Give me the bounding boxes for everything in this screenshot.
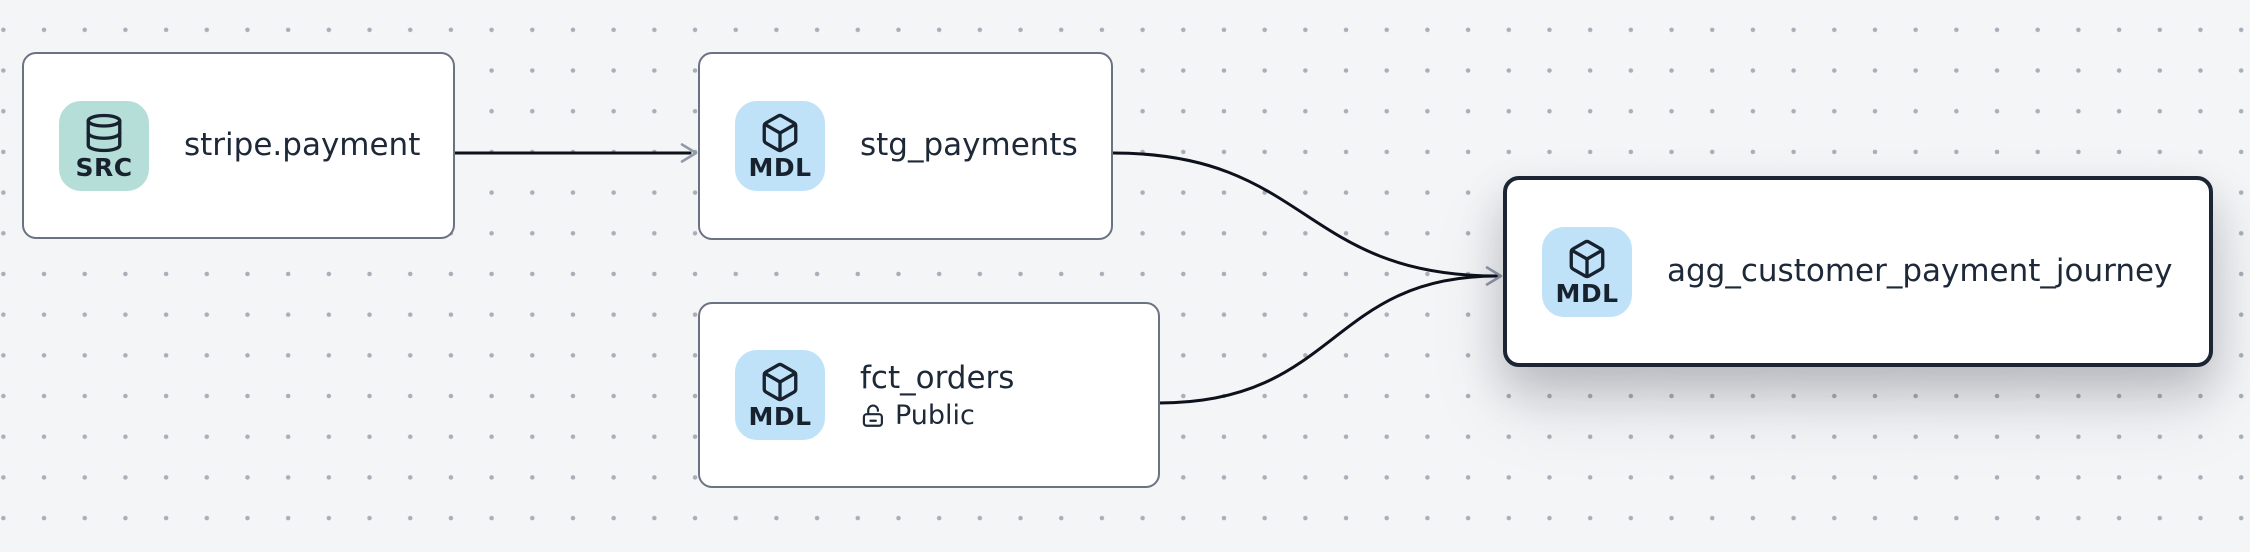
model-badge: MDL <box>1542 226 1632 317</box>
access-label: Public <box>895 400 975 432</box>
arrowhead-icon <box>680 143 698 163</box>
database-icon <box>86 113 122 152</box>
edge-stg-payments-to-agg <box>1111 151 1499 278</box>
edge-fct-orders-to-agg <box>1157 274 1499 405</box>
source-badge: SRC <box>59 100 149 191</box>
node-title: agg_customer_payment_journey <box>1667 252 2173 289</box>
lineage-node-fct-orders[interactable]: MDL fct_orders Public <box>698 302 1160 488</box>
lineage-node-stg-payments[interactable]: MDL stg_payments <box>698 52 1113 240</box>
lineage-node-agg-customer-payment-journey[interactable]: MDL agg_customer_payment_journey <box>1503 176 2213 367</box>
node-title: stripe.payment <box>184 126 421 163</box>
badge-label: MDL <box>1555 278 1619 308</box>
lock-open-icon <box>862 404 883 427</box>
node-title: fct_orders <box>860 359 1015 396</box>
badge-label: MDL <box>748 402 812 431</box>
box-icon <box>1569 239 1605 278</box>
lineage-node-stripe-payment[interactable]: SRC stripe.payment <box>22 52 455 239</box>
box-icon <box>762 113 798 153</box>
model-badge: MDL <box>735 101 825 191</box>
node-title: stg_payments <box>860 127 1078 164</box>
badge-label: MDL <box>748 153 812 182</box>
arrowhead-icon <box>1485 266 1503 286</box>
access-badge: Public <box>860 402 1014 429</box>
box-icon <box>762 362 798 402</box>
model-badge: MDL <box>735 350 825 440</box>
badge-label: SRC <box>75 152 133 182</box>
